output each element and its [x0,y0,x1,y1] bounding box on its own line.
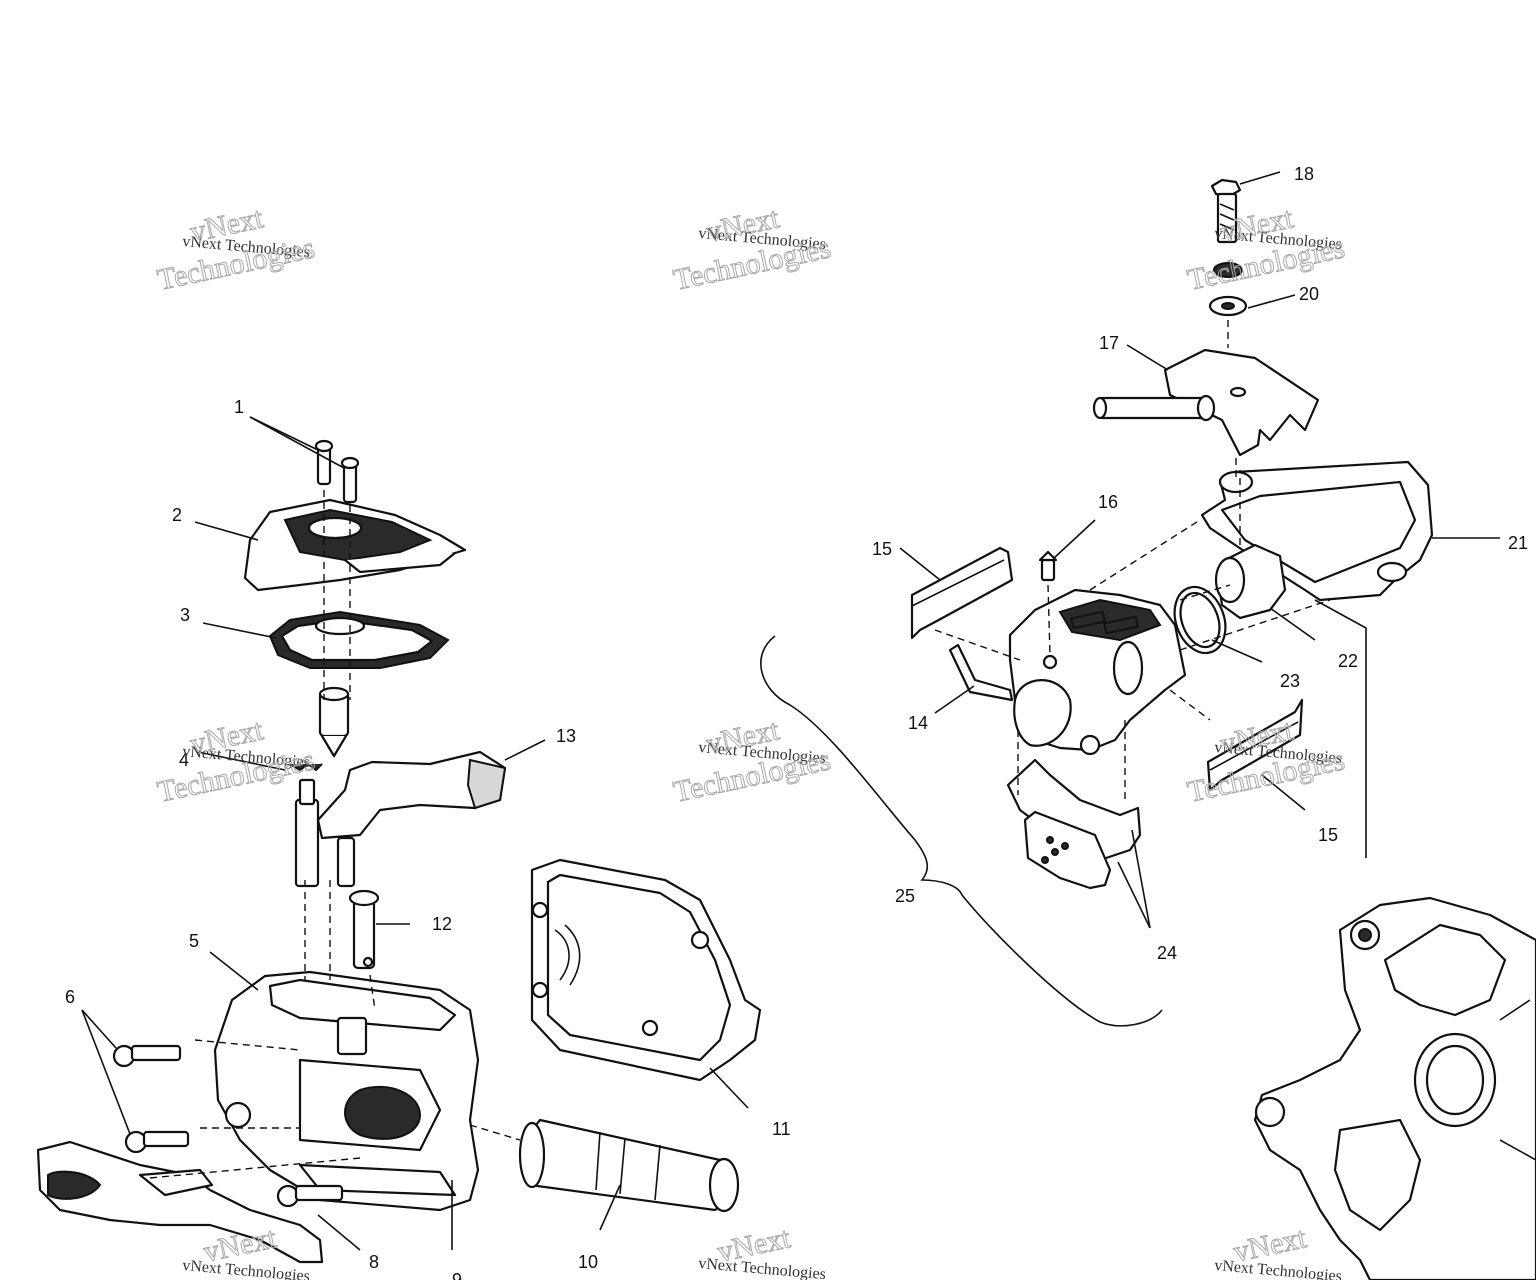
caliper-body [1008,588,1187,756]
part-20-washer [1208,295,1248,317]
part-5-housing [213,970,480,1212]
part-16-bleed-screw [1038,550,1058,582]
callout-labels: 1 2 3 4 5 6 8 9 10 11 12 13 14 15 15 16 … [65,164,1528,1280]
part-4-spring [197,751,323,888]
part-3-diaphragm [268,610,450,669]
part-1-screws [314,439,360,504]
part-14-pin [948,643,1014,702]
part-10-grip [518,1118,740,1213]
part-17-bracket [1092,348,1320,457]
part-23-seal-ring [1173,585,1227,655]
partial-housing-bottom-right [1253,896,1536,1280]
right-assembly [760,178,1434,1027]
part-21-frame [1200,460,1434,602]
callout-15-bottom: 15 [1318,825,1338,845]
callout-24: 24 [1157,943,1177,963]
callout-17: 17 [1099,333,1119,353]
callout-13: 13 [556,726,576,746]
watermark-7-big: vNext [200,1221,280,1270]
callout-21: 21 [1508,533,1528,553]
callout-6: 6 [65,987,75,1007]
part-2-reservoir-cover [243,498,467,592]
callout-14: 14 [908,713,928,733]
callout-23: 23 [1280,671,1300,691]
callout-3: 3 [180,605,190,625]
part-6-screws [112,1044,190,1154]
callout-1: 1 [234,397,244,417]
part-15-pad-spring-top [910,546,1014,640]
callout-18: 18 [1294,164,1314,184]
callout-5: 5 [189,931,199,951]
piston [318,686,350,758]
callout-12: 12 [432,914,452,934]
callout-10: 10 [578,1252,598,1272]
callout-22: 22 [1338,651,1358,671]
part-15-pad-spring-bottom [1206,698,1304,792]
callout-2: 2 [172,505,182,525]
callout-16: 16 [1098,492,1118,512]
callout-4: 4 [179,750,189,770]
leader-lines [81,171,1500,1251]
watermark-word-1: vNext [201,1221,280,1269]
part-22-piston [1214,543,1287,620]
part-8-screw [276,1184,344,1208]
watermark-word-1: vNext [1231,1221,1310,1269]
callout-25: 25 [895,886,915,906]
part-12-pin [348,889,380,970]
part-18-bolt [1210,178,1243,278]
callout-15-top: 15 [872,539,892,559]
callout-20: 20 [1299,284,1319,304]
brake-lever [36,1140,324,1264]
left-assembly [36,439,762,1264]
callout-11: 11 [772,1119,791,1139]
callout-8: 8 [369,1252,379,1272]
part-11-cover [530,858,762,1082]
part-13-lever-arm [316,750,507,888]
watermark-9: vNext Technologies [1214,1257,1343,1280]
callout-9: 9 [452,1270,462,1280]
watermark-9-big: vNext [1230,1221,1310,1270]
watermark-text: vNext Technologies [1214,1257,1343,1280]
part-24-brake-pads [1006,758,1142,890]
